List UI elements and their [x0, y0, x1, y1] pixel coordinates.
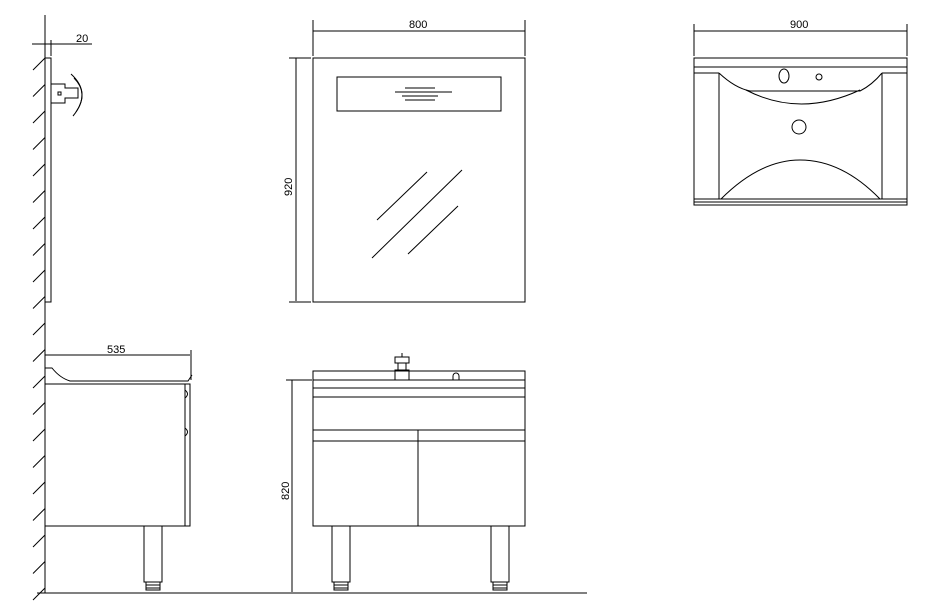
wall-hatch-line [32, 402, 46, 415]
dimension-mirror-width: 800 [409, 19, 427, 31]
wall [32, 15, 46, 601]
wall-hatch-line [32, 137, 46, 150]
wall-hatch-line [32, 163, 46, 177]
wall-hatch-line [32, 190, 46, 203]
wall-hatch-line [32, 296, 46, 309]
dimension-mirror-height: 920 [283, 178, 295, 196]
wall-hatch-line [32, 428, 46, 442]
wall-hatch-line [32, 508, 46, 521]
wall-hatch-line [32, 375, 46, 389]
wall-hatch-line [32, 110, 46, 124]
dimension-cabinet-height: 820 [280, 482, 292, 500]
wall-hatch-line [32, 534, 46, 548]
wall-hatch-line [32, 322, 46, 336]
wall-hatch-line [32, 84, 46, 97]
wall-hatch-line [32, 349, 46, 362]
wall-hatch-line [32, 269, 46, 283]
faucet-icon [394, 353, 410, 381]
wall-hatch-line [32, 57, 46, 71]
mirror-side-view: 20 [32, 33, 92, 303]
dimension-basin-width: 900 [790, 19, 808, 31]
wall-hatch-line [32, 587, 46, 601]
cabinet-side-view: 535 [44, 344, 193, 591]
wall-hatch-line [32, 455, 46, 468]
wall-hatch-line [32, 216, 46, 230]
dimension-mirror-depth: 20 [76, 33, 88, 45]
wall-hatch-line [32, 561, 46, 574]
wall-hatch-line [32, 481, 46, 495]
mirror-front-view: 800 920 [283, 19, 526, 303]
cabinet-front-view: 820 [280, 353, 526, 592]
dimension-cabinet-depth: 535 [107, 344, 125, 356]
wall-hatch-line [32, 243, 46, 256]
basin-top-view: 900 [693, 19, 908, 206]
